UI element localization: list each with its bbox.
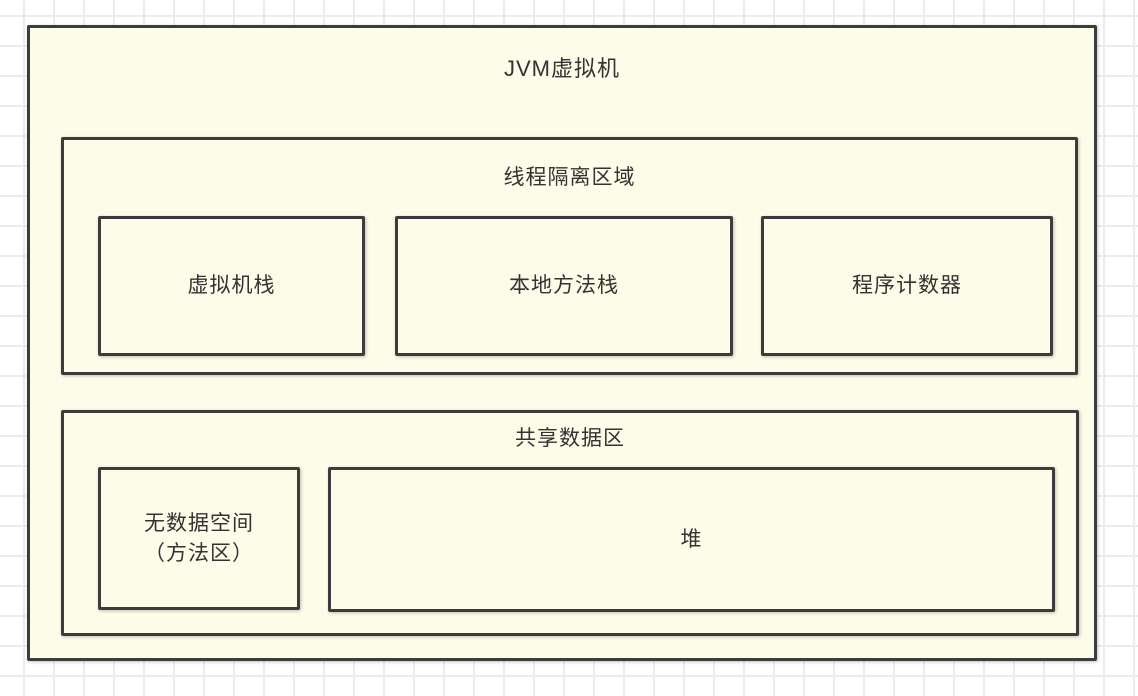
jvm-box-title: JVM虚拟机: [503, 56, 620, 81]
native-method-stack-box: 本地方法栈: [395, 216, 733, 356]
jvm-container-box: JVM虚拟机 线程隔离区域 虚拟机栈 本地方法栈 程序计数器 共享数据区 无数据…: [27, 25, 1097, 661]
method-area-box: 无数据空间 （方法区）: [98, 467, 300, 610]
program-counter-box: 程序计数器: [761, 216, 1053, 356]
vm-stack-box: 虚拟机栈: [98, 216, 365, 356]
shared-data-area-box: 共享数据区 无数据空间 （方法区） 堆: [61, 410, 1079, 636]
method-area-label-line1: 无数据空间: [144, 511, 254, 535]
program-counter-label: 程序计数器: [852, 274, 962, 297]
heap-box: 堆: [328, 467, 1055, 612]
shared-data-area-title: 共享数据区: [515, 427, 625, 450]
thread-isolated-area-box: 线程隔离区域 虚拟机栈 本地方法栈 程序计数器: [61, 137, 1078, 375]
vm-stack-label: 虚拟机栈: [187, 274, 276, 297]
native-method-stack-label: 本地方法栈: [509, 274, 619, 297]
thread-isolated-area-title: 线程隔离区域: [503, 166, 636, 189]
method-area-label-line2: （方法区）: [144, 541, 254, 565]
heap-label: 堆: [680, 527, 703, 551]
